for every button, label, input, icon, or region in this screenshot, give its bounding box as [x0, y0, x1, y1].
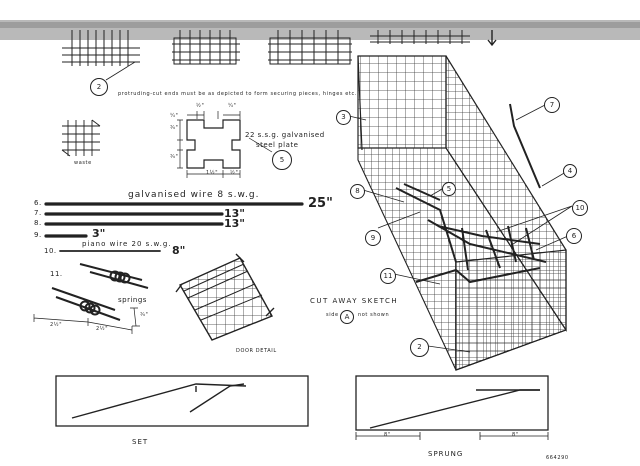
leader-lines [348, 104, 573, 353]
set-label: SET [132, 438, 149, 446]
callout-2-top: 2 [90, 78, 108, 96]
plate-dim-top-1: ½" [196, 103, 205, 109]
piano-wire-title: piano wire 20 s.w.g. [82, 240, 172, 248]
callout-6: 6 [566, 228, 582, 244]
callout-11: 11 [380, 268, 396, 284]
set-diagram [55, 375, 309, 427]
springs-dim-1: 2½" [50, 322, 63, 328]
top-mesh-strips [62, 30, 497, 66]
reference-number: 664290 [546, 455, 569, 461]
cutaway-sketch-label: CUT AWAY SKETCH [310, 297, 399, 305]
springs-label: springs [118, 296, 147, 304]
steel-plate [177, 111, 273, 178]
sprung-label: SPRUNG [428, 450, 464, 458]
callout-5-plate: 5 [272, 150, 292, 170]
door-detail [175, 253, 275, 341]
callout-9: 9 [365, 230, 381, 246]
callout-3: 3 [336, 110, 351, 125]
galvanised-wire-title: galvanised wire 8 s.w.g. [128, 190, 260, 200]
callout-4: 4 [563, 164, 577, 178]
wire-8-length: 13" [224, 217, 246, 230]
plate-dim-bottom-2: ½" [230, 170, 239, 176]
cutaway-box [357, 55, 567, 371]
wire-10-number: 10. [44, 247, 57, 255]
callout-7: 7 [544, 97, 560, 113]
plate-dim-left-1: ¼" [170, 113, 179, 119]
callout-10: 10 [572, 200, 588, 216]
plate-dim-left-3: ¾" [170, 154, 179, 160]
springs-dim-2: 2½" [96, 326, 109, 332]
wire-6-length: 25" [308, 196, 333, 211]
sprung-dim-right: 8" [512, 432, 519, 438]
plate-dim-left-2: ¾" [170, 125, 179, 131]
callout-5-box: 5 [442, 182, 456, 196]
protruding-note: protruding-cut ends must be as depicted … [118, 91, 358, 97]
sprung-dim-left: 8" [384, 432, 391, 438]
callout-2-bottom: 2 [410, 338, 429, 357]
waste-mesh [61, 119, 101, 157]
door-detail-label: DOOR DETAIL [236, 348, 277, 354]
side-a-prefix: side [326, 312, 339, 318]
callout-8: 8 [350, 184, 365, 199]
wire-lengths [44, 202, 304, 252]
wire-7-number: 7. [34, 209, 42, 217]
springs-drawing [33, 263, 149, 334]
wire-7-length: 13" [224, 207, 246, 220]
wire-8-number: 8. [34, 219, 42, 227]
plate-dim-bottom-1: 1½" [206, 170, 219, 176]
springs-number: 11. [50, 270, 63, 278]
plate-dim-top-2: ¼" [228, 103, 237, 109]
wire-9-length: 3" [92, 227, 106, 240]
sprung-diagram [355, 375, 549, 440]
plate-label-line2: steel plate [256, 141, 299, 149]
wire-10-length: 8" [172, 244, 186, 257]
wire-9-number: 9. [34, 231, 42, 239]
springs-dim-3: ¾" [140, 312, 149, 318]
side-a-suffix: not shown [358, 312, 390, 318]
callout-A: A [340, 310, 354, 324]
plate-label-line1: 22 s.s.g. galvanised [245, 131, 325, 139]
wire-6-number: 6. [34, 199, 42, 207]
waste-label: waste [74, 160, 92, 166]
